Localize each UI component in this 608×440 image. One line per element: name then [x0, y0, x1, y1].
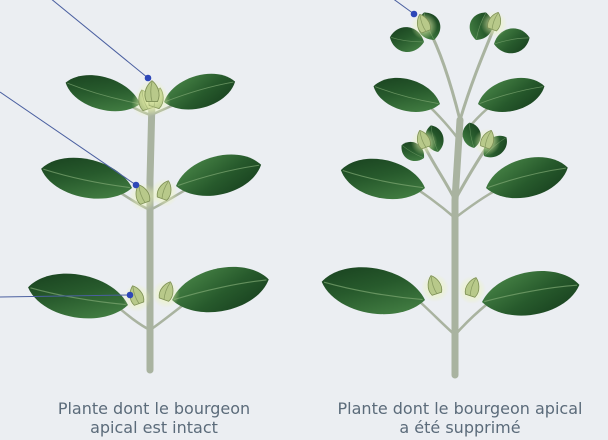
- leaf-icon: [369, 71, 444, 119]
- leaf-icon: [160, 66, 240, 118]
- leaf-icon: [478, 264, 583, 323]
- leaf-icon: [318, 260, 429, 323]
- pointer-dot-icon: [127, 292, 134, 299]
- left-caption-line2: apical est intact: [4, 418, 304, 437]
- right-caption-line1: Plante dont le bourgeon apical: [310, 399, 608, 418]
- pointer-dot-icon: [145, 75, 152, 82]
- pointer-dot-icon: [133, 182, 140, 189]
- leaf-icon: [61, 67, 144, 119]
- left-plant-caption: Plante dont le bourgeon apical est intac…: [4, 399, 304, 437]
- right-caption-line2: a été supprimé: [310, 418, 608, 437]
- right-plant-caption: Plante dont le bourgeon apical a été sup…: [310, 399, 608, 437]
- left-caption-line1: Plante dont le bourgeon: [4, 399, 304, 418]
- leaf-icon: [481, 149, 572, 207]
- pointer-line: [392, 0, 414, 14]
- right-plant: [318, 0, 583, 375]
- bud-icon: [137, 80, 168, 111]
- leaf-icon: [171, 146, 265, 204]
- leaf-icon: [37, 150, 136, 207]
- pointer-dot-icon: [411, 11, 418, 18]
- pointer-lines: [0, 0, 151, 298]
- left-plant: [0, 0, 273, 370]
- right-plant-stem: [455, 120, 460, 375]
- leaf-icon: [168, 259, 274, 321]
